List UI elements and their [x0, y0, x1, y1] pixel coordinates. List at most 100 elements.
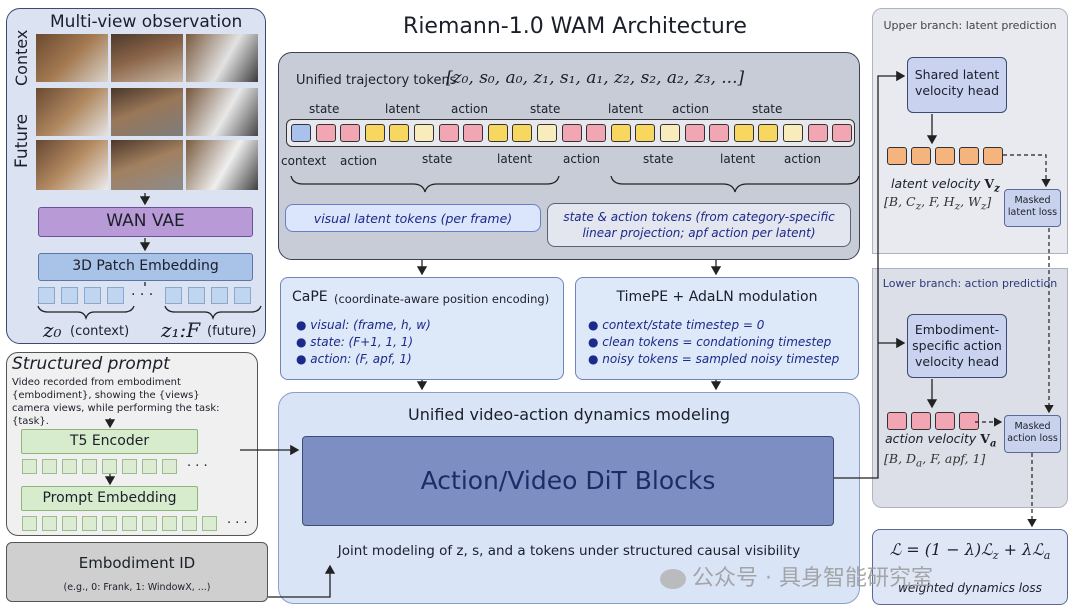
action-shape: [B, Da, F, apf, 1]: [884, 451, 986, 470]
latent-velocity-token: [887, 147, 907, 165]
text-token: [62, 516, 77, 531]
pe-ellipsis: · · ·: [227, 516, 248, 531]
bottom-label-4: latent: [497, 152, 533, 166]
wan-vae-label: WAN VAE: [106, 211, 185, 231]
z0-note: (context): [70, 324, 130, 339]
latent-head-label: Shared latent velocity head: [914, 67, 1000, 98]
token-yellow: [610, 124, 631, 142]
camera-view-future-3: [186, 88, 258, 136]
text-token: [122, 459, 137, 474]
timepe-item-1: ● context/state timestep = 0: [588, 318, 765, 332]
top-label-7: state: [752, 102, 783, 116]
text-token: [182, 516, 197, 531]
patch-ellipsis: · · ·: [131, 287, 154, 303]
action-velocity-token: [935, 412, 955, 430]
arrow-dit-to-latent-head: [834, 70, 906, 479]
latent-loss-label: Masked latent loss: [1007, 195, 1058, 218]
timepe-panel: [575, 277, 859, 380]
text-token: [162, 459, 177, 474]
bottom-label-8: action: [784, 152, 821, 166]
dynamics-title: Unified video-action dynamics modeling: [408, 405, 730, 424]
camera-view-future-5: [111, 140, 183, 190]
token-red: [463, 124, 484, 142]
action-loss-label: Masked action loss: [1007, 421, 1058, 444]
tokens-heading: Unified trajectory tokens: [296, 73, 457, 88]
token-red: [586, 124, 607, 142]
latent-velocity-token: [911, 147, 931, 165]
wan-vae-block: [38, 207, 253, 237]
t5-encoder-block: [21, 429, 198, 454]
z0-brace: [37, 305, 135, 321]
prompt-text: Video recorded from embodiment {embodime…: [12, 377, 220, 427]
camera-view-future-4: [36, 140, 108, 190]
lower-branch-title: Lower branch: action prediction: [882, 277, 1058, 290]
wechat-icon: [660, 569, 686, 589]
token-red: [561, 124, 582, 142]
token-yellow: [364, 124, 385, 142]
action-velocity-label: action velocity Va: [885, 431, 997, 450]
text-token: [22, 459, 37, 474]
visual-brace: [290, 175, 560, 193]
patch-token: [84, 287, 101, 304]
text-token: [102, 516, 117, 531]
latent-head-block: [907, 57, 1007, 113]
dit-block: [302, 436, 834, 526]
action-velocity-token: [887, 412, 907, 430]
prompt-embedding-label: Prompt Embedding: [42, 490, 177, 506]
cape-subtitle: (coordinate-aware position encoding): [334, 292, 550, 306]
token-cream: [414, 124, 434, 142]
patch-embedding-block: [38, 253, 253, 281]
camera-view-future-2: [111, 88, 183, 136]
bottom-label-7: latent: [720, 152, 756, 166]
arrow-latent-velocity-to-loss: [1003, 154, 1051, 188]
observation-title: Multi-view observation: [50, 12, 243, 32]
text-token: [82, 459, 97, 474]
patch-token: [107, 287, 124, 304]
prompt-title: Structured prompt: [12, 354, 170, 374]
token-yellow: [733, 124, 754, 142]
patch-token: [188, 287, 205, 304]
top-label-6: action: [672, 102, 709, 116]
token-red: [438, 124, 459, 142]
top-label-3: action: [451, 102, 488, 116]
text-token: [22, 516, 37, 531]
t5-ellipsis: · · ·: [187, 459, 208, 474]
latent-velocity-token: [959, 147, 979, 165]
patch-token: [165, 287, 182, 304]
bottom-label-2: action: [340, 154, 377, 168]
latent-velocity-token: [983, 147, 1003, 165]
token-yellow: [635, 124, 656, 142]
text-token: [82, 516, 97, 531]
top-label-2: latent: [385, 102, 421, 116]
camera-view-future-1: [36, 88, 108, 136]
top-label-1: state: [309, 102, 340, 116]
z1f-note: (future): [207, 324, 257, 339]
state-action-note: state & action tokens (from category-spe…: [547, 203, 851, 247]
diagram-title: Riemann-1.0 WAM Architecture: [403, 14, 747, 39]
upper-branch-title: Upper branch: latent prediction: [883, 19, 1057, 32]
cape-item-2: ● state: (F+1, 1, 1): [296, 335, 414, 349]
latent-velocity-label: latent velocity Vz: [891, 176, 1000, 195]
bottom-label-5: action: [563, 152, 600, 166]
token-yellow: [758, 124, 779, 142]
camera-view-context-3: [186, 34, 258, 82]
token-red: [684, 124, 705, 142]
cape-item-1: ● visual: (frame, h, w): [296, 318, 431, 332]
action-loss-box: [1004, 415, 1061, 453]
latent-velocity-token: [935, 147, 955, 165]
arrow-embodiment-to-dynamics: [268, 564, 336, 598]
bottom-label-1: context: [281, 154, 327, 168]
embodiment-panel: [6, 542, 268, 602]
embodiment-example: (e.g., 0: Frank, 1: WindowX, ...): [63, 582, 211, 593]
z1f-symbol: z₁:F: [161, 318, 201, 342]
prompt-embedding-block: [21, 486, 198, 511]
z0-symbol: z₀: [43, 318, 62, 342]
token-red: [340, 124, 361, 142]
cape-panel: [280, 277, 564, 380]
token-cream: [783, 124, 803, 142]
token-yellow: [512, 124, 533, 142]
bottom-label-6: state: [643, 152, 674, 166]
text-token: [142, 516, 157, 531]
cape-item-3: ● action: (F, apf, 1): [296, 352, 412, 366]
